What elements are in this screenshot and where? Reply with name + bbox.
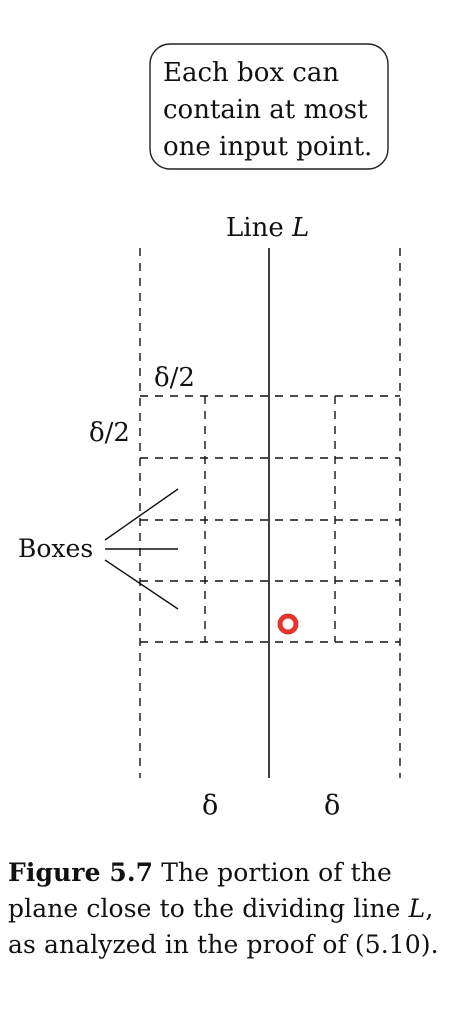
callout-line-1: Each box can xyxy=(163,58,339,88)
half-delta-left-label: δ/2 xyxy=(89,418,130,448)
line-l-prefix: Line xyxy=(226,213,292,243)
caption-var: L xyxy=(408,894,426,923)
callout-line-2: contain at most xyxy=(163,95,368,125)
callout-line-3: one input point. xyxy=(163,132,372,162)
caption-text-1: The portion of the plane close to the di… xyxy=(8,858,409,923)
boxes-pointer-down xyxy=(104,559,179,610)
boxes-pointer-up xyxy=(104,488,179,541)
half-delta-top-label: δ/2 xyxy=(154,363,195,393)
delta-right-label: δ xyxy=(324,790,340,821)
caption-text-2: , as analyzed in the proof of (5.10). xyxy=(8,894,439,959)
input-point xyxy=(277,613,299,635)
line-l-var: L xyxy=(291,213,309,243)
line-l-label: Line L xyxy=(226,213,309,243)
delta-left-label: δ xyxy=(202,790,218,821)
figure-label: Figure 5.7 xyxy=(8,858,154,887)
diagram: Each box can contain at most one input p… xyxy=(18,43,401,821)
callout-box xyxy=(149,43,389,170)
figure-caption: Figure 5.7 The portion of the plane clos… xyxy=(8,855,448,963)
boxes-label: Boxes xyxy=(18,534,93,563)
